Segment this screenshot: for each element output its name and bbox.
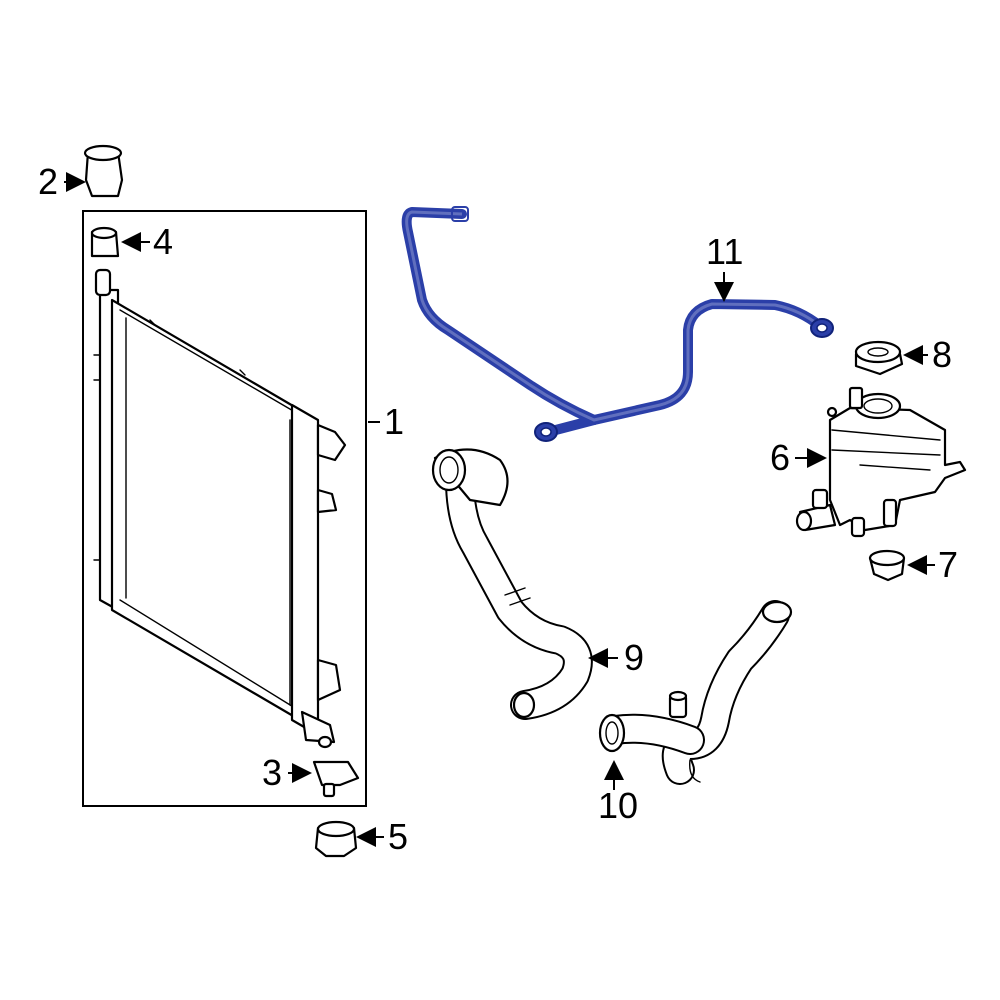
callout-7: 7 [938,544,959,585]
callout-5: 5 [388,816,409,857]
part-6-tank [795,386,967,538]
part-11-hose [401,206,834,442]
part-3-bracket [312,760,360,798]
part-7-grommet [868,549,906,582]
callout-8: 8 [932,334,953,375]
part-10-hose [598,600,793,785]
part-5-grommet [314,820,358,858]
callout-9: 9 [624,637,645,678]
radiator [93,268,347,749]
callout-1: 1 [384,401,405,442]
part-4-bushing [90,226,120,258]
callout-3: 3 [262,752,283,793]
part-8-cap [854,340,904,376]
callout-2: 2 [38,161,59,202]
callout-11: 11 [706,231,744,272]
callout-4: 4 [153,221,174,262]
part-2-cap [83,144,124,198]
callout-6: 6 [770,437,791,478]
callout-10: 10 [598,785,639,826]
leader-lines [64,172,935,847]
part-9-hose [431,448,593,720]
radiator-assembly-frame [82,210,367,807]
